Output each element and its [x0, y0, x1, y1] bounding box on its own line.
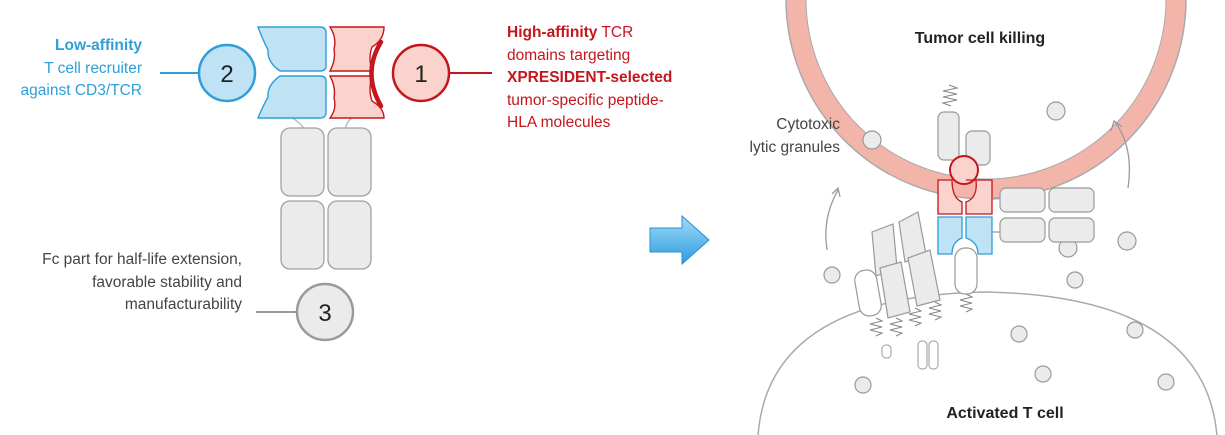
- fc-domain: [280, 200, 325, 270]
- tcr-domain: [879, 261, 911, 319]
- label-2-line: T cell recruiter: [44, 59, 142, 77]
- red-tcr-domain: [328, 75, 385, 119]
- bound-fc-domain: [1048, 187, 1095, 213]
- label-2-bold: Low-affinity: [55, 37, 142, 54]
- release-arrow-right: [1114, 121, 1131, 189]
- transmembrane-spring: [928, 301, 943, 321]
- lytic-granule: [1034, 365, 1052, 383]
- label-1-bold: XPRESIDENT-selected: [507, 69, 673, 86]
- lytic-granule: [1117, 231, 1137, 251]
- marker-1-circle: [391, 43, 451, 103]
- label-3-line: Fc part for half-life extension,: [42, 251, 242, 268]
- bound-blue-domain: [937, 216, 963, 255]
- bound-red-domain: [965, 179, 993, 215]
- intracellular-tail: [917, 340, 928, 370]
- tumor-cell-title: Tumor cell killing: [914, 30, 1046, 47]
- label-1-line: domains targeting: [507, 46, 631, 64]
- label-2-line: against CD3/TCR: [20, 82, 142, 99]
- fc-domain: [327, 127, 372, 197]
- cd3-subunit: [854, 269, 882, 317]
- bound-fc-domain: [999, 187, 1046, 213]
- transmembrane-spring: [959, 293, 974, 313]
- transmembrane-spring: [869, 317, 884, 337]
- lytic-granule: [1126, 321, 1144, 339]
- lytic-granule: [854, 376, 872, 394]
- right-arrow-icon: [649, 214, 710, 266]
- fc-hinge: [992, 197, 1000, 233]
- granules-label-line: Cytotoxic: [776, 116, 840, 133]
- blue-binder-domain: [256, 75, 327, 119]
- lytic-granule: [823, 266, 841, 284]
- lytic-granule: [1066, 271, 1084, 289]
- peptide-hla-target: [949, 155, 979, 185]
- marker-3-circle: [295, 282, 355, 342]
- marker-1-number: 1: [414, 61, 427, 88]
- lytic-granule: [1010, 325, 1028, 343]
- marker-2-number: 2: [220, 61, 233, 88]
- blue-binder-domain: [257, 26, 327, 72]
- t-cell-membrane: [757, 291, 1218, 435]
- arrow-head-icon: [831, 186, 841, 198]
- label-1-text: High-affinity TCR domains targeting XPRE…: [507, 22, 707, 135]
- hla-anchor-spring: [941, 84, 959, 107]
- lytic-granule: [1046, 101, 1066, 121]
- granules-label: Cytotoxic lytic granules: [700, 114, 840, 159]
- label-1-rest: TCR: [597, 24, 634, 41]
- label-3-line: manufacturability: [124, 296, 242, 313]
- label-1-bold: High-affinity: [507, 24, 598, 41]
- intracellular-tail: [881, 344, 892, 359]
- arrow-head-icon: [1110, 119, 1123, 132]
- label-2-text: Low-affinity T cell recruiter against CD…: [20, 35, 142, 103]
- bound-red-domain: [937, 179, 963, 215]
- granules-label-line: lytic granules: [749, 138, 840, 156]
- label-1-line: tumor-specific peptide-: [507, 91, 664, 109]
- lytic-granule: [1157, 373, 1175, 391]
- bound-blue-domain: [965, 216, 993, 255]
- intracellular-tail: [928, 340, 939, 370]
- tumor-cell-interior: [805, 0, 1167, 180]
- fc-domain: [280, 127, 325, 197]
- label-3-text: Fc part for half-life extension, favorab…: [10, 249, 242, 317]
- marker-3-number: 3: [318, 300, 331, 327]
- fc-domain: [327, 200, 372, 270]
- bound-fc-domain: [1048, 217, 1095, 243]
- marker-2-circle: [197, 43, 257, 103]
- cd3-subunit: [954, 247, 978, 295]
- label-3-line: favorable stability and: [92, 273, 242, 291]
- transmembrane-spring: [889, 317, 904, 337]
- transmembrane-spring: [908, 307, 923, 327]
- tcr-binding-arc: [369, 39, 384, 109]
- tcr-domain: [907, 249, 941, 307]
- hla-domain: [937, 111, 960, 161]
- label-1-line: HLA molecules: [507, 114, 611, 131]
- t-cell-title: Activated T cell: [946, 405, 1064, 422]
- release-arrow-left: [825, 189, 839, 251]
- lytic-granule: [862, 130, 882, 150]
- bound-fc-domain: [999, 217, 1046, 243]
